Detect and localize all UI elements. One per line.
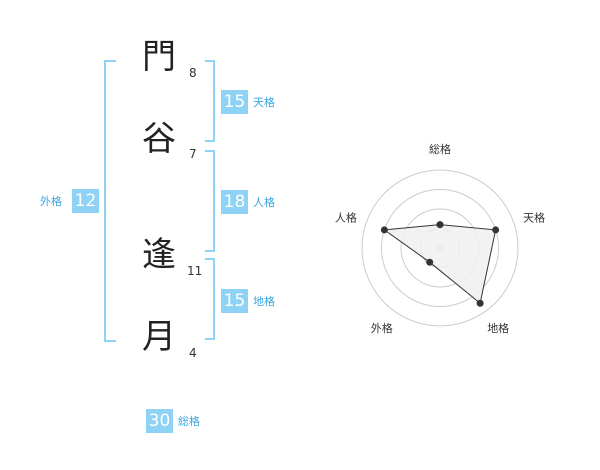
jinkaku-bracket (205, 150, 215, 252)
tenkaku-value: 15 (221, 90, 248, 114)
name-char-4: 月 (142, 317, 176, 357)
gaikaku-value: 12 (72, 189, 99, 213)
chikaku-label: 地格 (253, 295, 275, 308)
radar-axis-label: 人格 (335, 210, 357, 224)
radar-point (476, 299, 484, 307)
stroke-count-4: 4 (189, 346, 197, 360)
radar-grid-ring (381, 189, 499, 307)
radar-grid-ring (361, 169, 519, 327)
jinkaku-value: 18 (221, 190, 248, 214)
stroke-count-2: 7 (189, 147, 197, 161)
gaikaku-bracket (104, 60, 116, 342)
jinkaku-label: 人格 (253, 196, 275, 209)
stroke-count-1: 8 (189, 66, 197, 80)
tenkaku-bracket (205, 60, 215, 142)
chikaku-value: 15 (221, 289, 248, 313)
stroke-count-3: 11 (187, 264, 203, 278)
radar-axis-label: 地格 (487, 321, 509, 335)
radar-point (426, 258, 434, 266)
name-char-2: 谷 (142, 119, 176, 159)
radar-axis-label: 天格 (523, 210, 545, 224)
radar-series-area (382, 224, 497, 305)
name-char-1: 門 (142, 37, 176, 77)
radar-axis-label: 総格 (429, 142, 451, 156)
gaikaku-label: 外格 (40, 195, 62, 208)
radar-point (380, 226, 388, 234)
soukaku-label: 総格 (178, 415, 200, 428)
chikaku-bracket (205, 258, 215, 340)
radar-axis-label: 外格 (371, 321, 393, 335)
soukaku-value: 30 (146, 409, 173, 433)
tenkaku-label: 天格 (253, 96, 275, 109)
radar-point (436, 221, 444, 229)
name-char-3: 逢 (142, 235, 176, 275)
radar-point (492, 226, 500, 234)
